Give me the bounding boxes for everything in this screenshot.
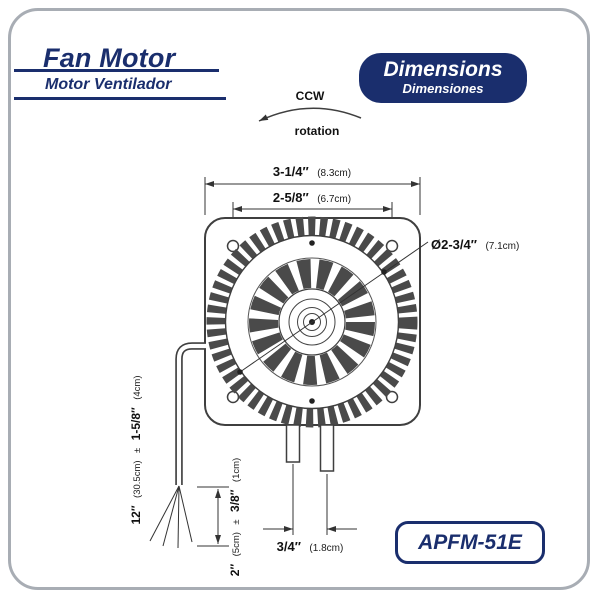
- wire-bundle-outline: [175, 342, 206, 485]
- plus-minus-sign: ±: [231, 519, 242, 524]
- diameter-end-dot: [381, 269, 387, 275]
- shaft-gap-value: 3/4″: [277, 539, 301, 554]
- outer-width-metric: (8.3cm): [317, 168, 351, 179]
- wire-group: [149, 342, 206, 549]
- wire-bundle-core: [176, 343, 206, 485]
- dimensions-badge-subtitle: Dimensiones: [402, 81, 484, 96]
- vent-hole-dot: [309, 398, 315, 404]
- wire-end: [178, 485, 193, 543]
- wire-end: [162, 485, 180, 547]
- hub-circle: [297, 307, 327, 337]
- wire-end: [149, 485, 180, 542]
- mounting-hole: [385, 390, 399, 404]
- hub-circle: [288, 298, 336, 346]
- stator-inner-circle: [247, 257, 377, 387]
- shaft-gap-label: 3/4″ (1.8cm): [277, 538, 344, 555]
- ccw-arrow-icon: [258, 107, 362, 122]
- terminal-left: [285, 424, 301, 463]
- dim-shaft-gap: 3/4″ (1.8cm): [263, 464, 357, 555]
- strip-length-value-2: 3/8″: [228, 489, 242, 512]
- product-subtitle: Motor Ventilador: [45, 76, 172, 93]
- rotor-slot-ring: [249, 259, 375, 385]
- fan-fin-ring: [206, 216, 418, 428]
- outer-width-label: 3-1/4″ (8.3cm): [273, 163, 351, 180]
- inner-width-metric: (6.7cm): [317, 194, 351, 205]
- plus-minus-sign: ±: [132, 448, 143, 453]
- wire-length-label: 12″ (30.5cm) ± 1-5/8″ (4cm): [127, 375, 144, 524]
- diameter-metric: (7.1cm): [485, 241, 519, 252]
- strip-length-value-1: 2″: [228, 564, 242, 577]
- diameter-label: Ø2-3/4″ (7.1cm): [431, 236, 519, 253]
- model-number: APFM-51E: [418, 530, 522, 554]
- wire-length-metric-2: (4cm): [132, 375, 143, 399]
- dimensions-badge: Dimensions Dimensiones: [359, 53, 527, 103]
- ccw-rotation-annotation: CCW rotation: [258, 89, 362, 138]
- dim-strip-length: 2″ (5cm) ± 3/8″ (1cm): [197, 458, 243, 576]
- model-badge: APFM-51E: [395, 521, 545, 564]
- spec-card: Fan Motor Motor Ventilador Dimensions Di…: [8, 8, 590, 590]
- strip-length-metric-2: (1cm): [231, 458, 242, 482]
- header-divider-top: [14, 69, 219, 72]
- mounting-hole: [226, 390, 240, 404]
- wire-end: [177, 485, 180, 549]
- mounting-hole: [385, 239, 399, 253]
- dimensions-badge-title: Dimensions: [383, 58, 503, 81]
- rotation-label: rotation: [295, 124, 340, 138]
- ccw-label: CCW: [296, 89, 325, 103]
- header-divider-bottom: [14, 97, 226, 100]
- hub-circle: [303, 313, 321, 331]
- diameter-value: Ø2-3/4″: [431, 237, 477, 252]
- diameter-end-dot: [237, 369, 243, 375]
- terminal-right: [319, 424, 335, 472]
- outer-width-value: 3-1/4″: [273, 164, 309, 179]
- diameter-leader-line: [239, 241, 429, 373]
- dim-diameter: Ø2-3/4″ (7.1cm): [237, 236, 519, 375]
- product-title: Fan Motor: [43, 43, 176, 73]
- mounting-hole: [226, 239, 240, 253]
- inner-width-label: 2-5/8″ (6.7cm): [273, 189, 351, 206]
- terminals: [285, 424, 335, 472]
- strip-length-label: 2″ (5cm) ± 3/8″ (1cm): [226, 458, 243, 576]
- strip-length-metric-1: (5cm): [231, 532, 242, 556]
- wire-length-value-2: 1-5/8″: [129, 407, 143, 440]
- dim-outer-width: 3-1/4″ (8.3cm): [204, 163, 421, 215]
- wire-length-value-1: 12″: [129, 505, 143, 524]
- inner-width-value: 2-5/8″: [273, 190, 309, 205]
- vent-hole-dot: [309, 240, 315, 246]
- wire-length-metric-1: (30.5cm): [132, 460, 143, 497]
- shaft-gap-metric: (1.8cm): [309, 543, 343, 554]
